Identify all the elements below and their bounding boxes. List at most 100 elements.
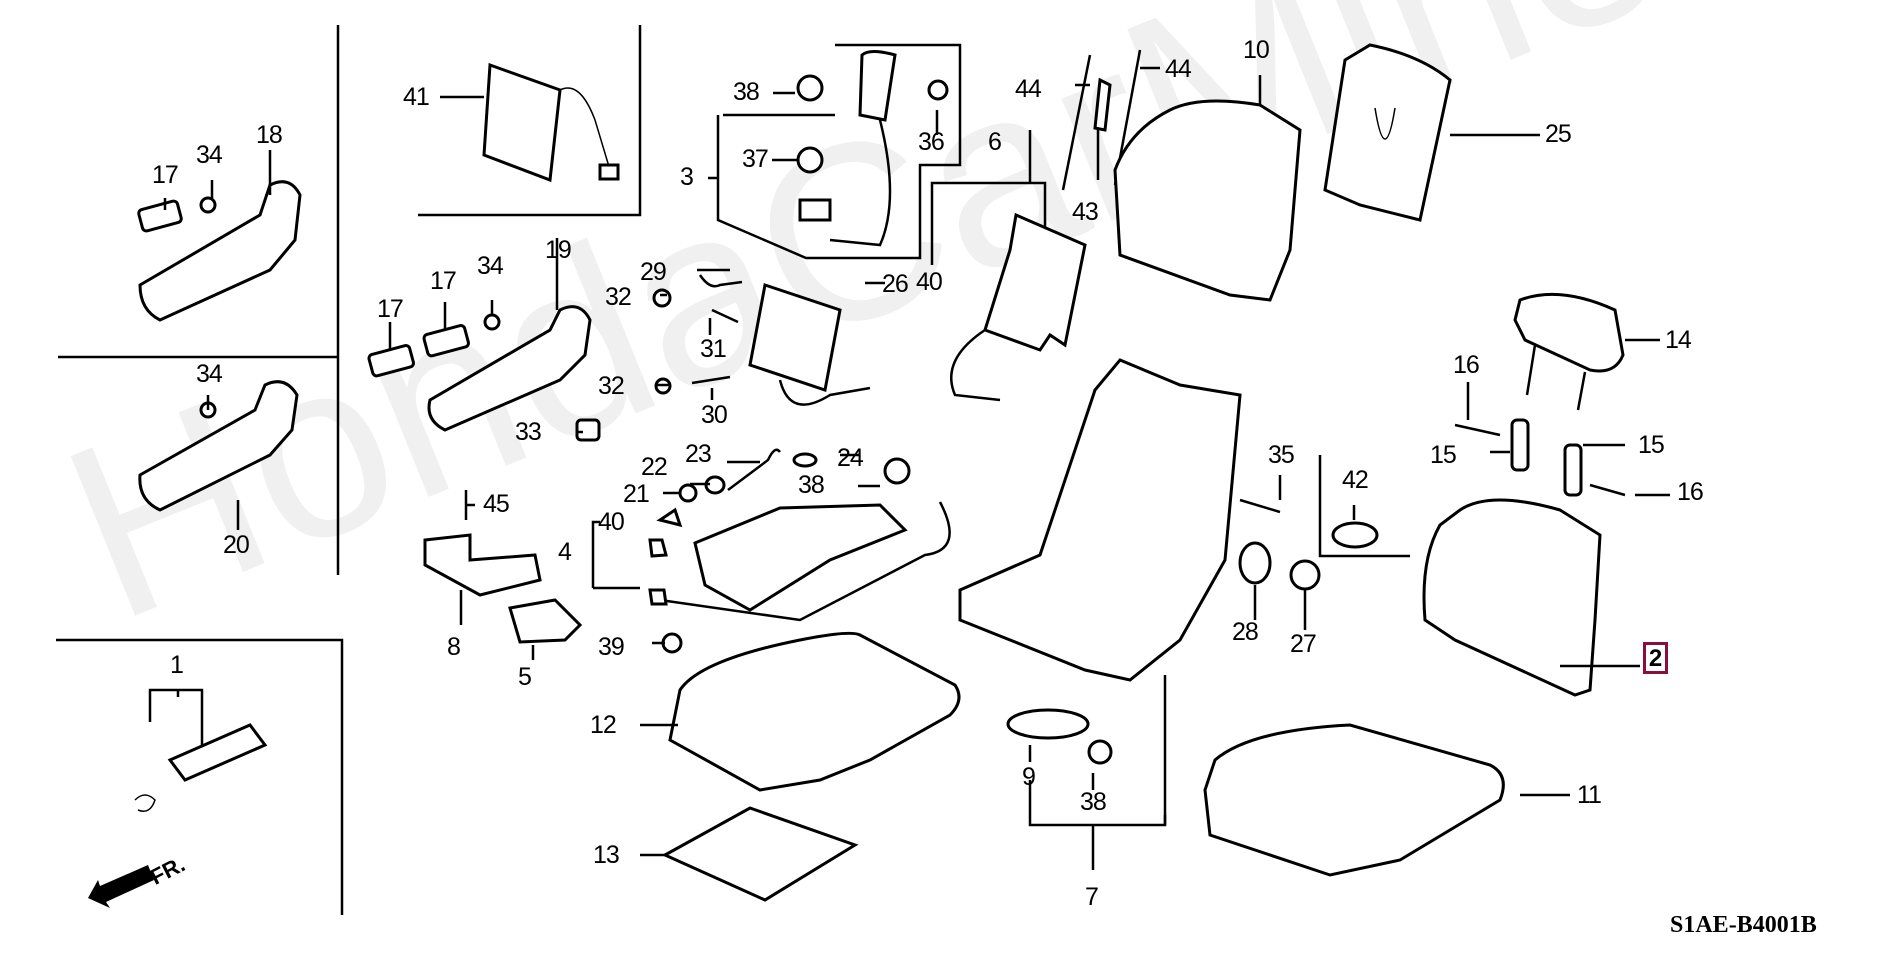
label-33[interactable]: 33 <box>515 418 542 446</box>
label-1[interactable]: 1 <box>170 651 184 679</box>
part-4-cushion-heater <box>591 501 951 622</box>
part-7-seat-frame <box>958 358 1242 870</box>
part-6-seatback-heater <box>930 181 1087 402</box>
small-parts-45-8-5-39 <box>423 490 683 654</box>
label-34[interactable]: 34 <box>477 252 504 280</box>
small-parts-21-24 <box>678 448 911 503</box>
label-21[interactable]: 21 <box>623 480 650 508</box>
label-30[interactable]: 30 <box>701 401 728 429</box>
label-16[interactable]: 16 <box>1677 478 1704 506</box>
part-8-bracket <box>423 533 542 597</box>
diagram-code: S1AE-B4001B <box>1670 912 1817 938</box>
label-7[interactable]: 7 <box>1085 883 1099 911</box>
small-parts-27-28-35 <box>1238 498 1321 591</box>
part-17c <box>422 324 470 358</box>
label-3[interactable]: 3 <box>680 163 694 191</box>
part-1-spring-clip <box>134 688 268 812</box>
small-parts-29-33 <box>575 274 743 442</box>
part-36 <box>927 79 949 101</box>
label-25[interactable]: 25 <box>1545 120 1572 148</box>
label-14[interactable]: 14 <box>1665 326 1692 354</box>
label-29[interactable]: 29 <box>640 258 667 286</box>
label-26[interactable]: 26 <box>882 270 909 298</box>
part-37 <box>796 146 824 174</box>
part-42-knob <box>1318 455 1410 558</box>
label-38[interactable]: 38 <box>798 471 825 499</box>
label-17[interactable]: 17 <box>152 161 179 189</box>
label-17[interactable]: 17 <box>430 267 457 295</box>
label-38[interactable]: 38 <box>1080 788 1107 816</box>
part-18-recliner-cover <box>137 180 302 322</box>
label-34[interactable]: 34 <box>196 141 223 169</box>
part-9-wire <box>1006 708 1090 740</box>
label-8[interactable]: 8 <box>447 633 461 661</box>
part-12-seat-cushion-pad <box>668 631 961 792</box>
label-32[interactable]: 32 <box>598 372 625 400</box>
part-40b <box>656 507 683 528</box>
part-20-recliner-cover <box>138 380 299 512</box>
label-17[interactable]: 17 <box>377 295 404 323</box>
label-4[interactable]: 4 <box>558 538 572 566</box>
part-23 <box>727 448 782 491</box>
label-5[interactable]: 5 <box>518 663 532 691</box>
part-29 <box>698 274 743 288</box>
part-16a <box>1454 423 1501 437</box>
label-40[interactable]: 40 <box>916 268 943 296</box>
label-42[interactable]: 42 <box>1342 466 1369 494</box>
part-19-recliner-cover <box>367 305 592 432</box>
label-44[interactable]: 44 <box>1165 55 1192 83</box>
part-38b <box>883 457 911 485</box>
label-31[interactable]: 31 <box>700 335 727 363</box>
part-30 <box>691 375 731 385</box>
label-16[interactable]: 16 <box>1453 351 1480 379</box>
label-44[interactable]: 44 <box>1015 75 1042 103</box>
part-34a <box>199 196 217 214</box>
label-13[interactable]: 13 <box>593 841 620 869</box>
label-28[interactable]: 28 <box>1232 618 1259 646</box>
part-38c <box>1087 739 1113 765</box>
label-45[interactable]: 45 <box>483 490 510 518</box>
label-34[interactable]: 34 <box>196 360 223 388</box>
label-41[interactable]: 41 <box>403 83 430 111</box>
label-6[interactable]: 6 <box>988 128 1002 156</box>
highlighted-part-label-2[interactable]: 2 <box>1643 642 1668 674</box>
label-15[interactable]: 15 <box>1638 431 1665 459</box>
label-36[interactable]: 36 <box>918 128 945 156</box>
label-24[interactable]: 24 <box>837 444 864 472</box>
label-37[interactable]: 37 <box>742 145 769 173</box>
label-40[interactable]: 40 <box>598 508 625 536</box>
label-22[interactable]: 22 <box>641 453 668 481</box>
leader-lines <box>163 66 1670 857</box>
part-41-heater-mat <box>482 62 620 183</box>
label-12[interactable]: 12 <box>590 711 617 739</box>
label-23[interactable]: 23 <box>685 440 712 468</box>
part-27 <box>1289 559 1321 591</box>
label-15[interactable]: 15 <box>1430 441 1457 469</box>
label-20[interactable]: 20 <box>223 531 250 559</box>
part-11-seat-cushion-cover <box>1203 723 1505 877</box>
label-32[interactable]: 32 <box>605 283 632 311</box>
part-24 <box>792 452 818 468</box>
label-11[interactable]: 11 <box>1577 781 1602 809</box>
part-39 <box>661 632 683 654</box>
part-28 <box>1238 541 1272 585</box>
part-31 <box>711 308 739 324</box>
label-35[interactable]: 35 <box>1268 441 1295 469</box>
box-41 <box>418 25 642 217</box>
label-10[interactable]: 10 <box>1243 36 1270 64</box>
part-13-pad-sheet <box>661 806 859 902</box>
label-38[interactable]: 38 <box>733 78 760 106</box>
label-9[interactable]: 9 <box>1022 763 1036 791</box>
part-21 <box>678 483 698 503</box>
part-14-headrest <box>1513 292 1625 411</box>
label-43[interactable]: 43 <box>1072 198 1099 226</box>
part-25-pad <box>1323 43 1452 222</box>
label-39[interactable]: 39 <box>598 633 625 661</box>
label-18[interactable]: 18 <box>256 121 283 149</box>
label-27[interactable]: 27 <box>1290 630 1317 658</box>
label-19[interactable]: 19 <box>545 236 572 264</box>
part-33 <box>575 418 601 442</box>
panel-borders <box>56 25 642 915</box>
part-17a <box>137 199 183 233</box>
